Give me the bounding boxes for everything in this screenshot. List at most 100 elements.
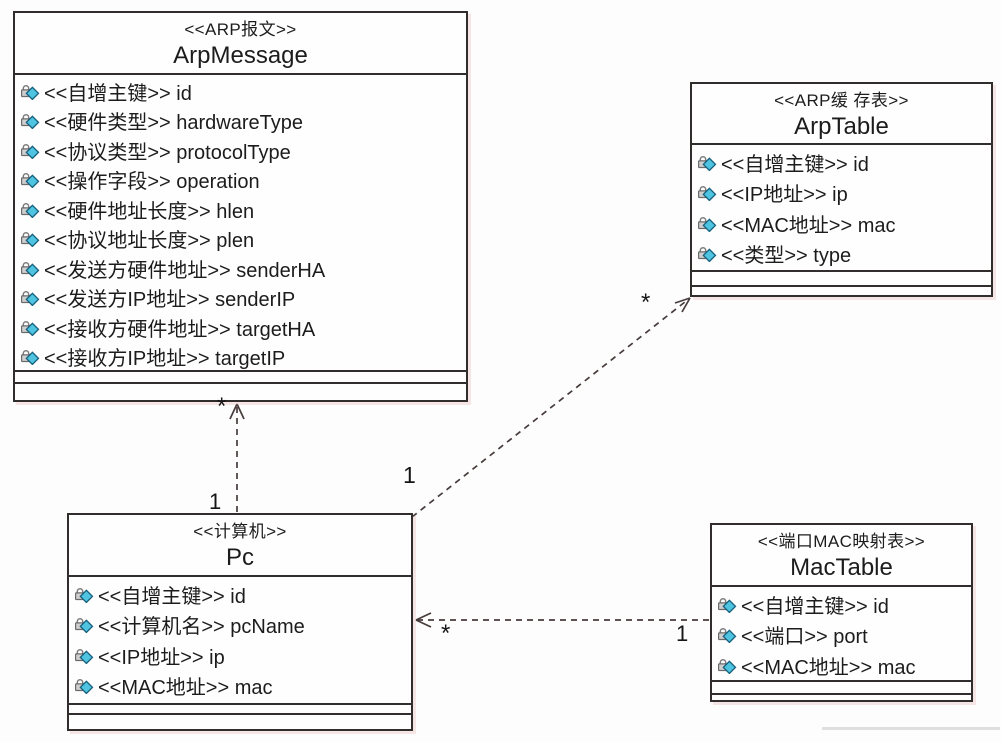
attribute-row: <<计算机名>> pcName xyxy=(73,610,409,641)
lock-diamond-icon xyxy=(74,618,94,634)
attributes-compartment: <<自增主键>> id <<IP地址>> ip <<MAC地址>> mac <<… xyxy=(692,145,991,272)
lock-diamond-icon xyxy=(20,320,40,336)
attribute-row: <<MAC地址>> mac xyxy=(716,650,969,680)
class-stereotype: <<计算机>> xyxy=(193,522,287,541)
multiplicity-pc-arpmessage-source: 1 xyxy=(209,489,222,514)
attribute-label: <<IP地址>> ip xyxy=(98,646,225,669)
attribute-label: <<自增主键>> id xyxy=(98,585,246,608)
class-header: <<计算机>> Pc xyxy=(69,515,411,577)
lock-diamond-icon xyxy=(20,350,40,366)
lock-diamond-icon xyxy=(717,658,737,674)
lock-diamond-icon xyxy=(74,587,94,603)
lock-diamond-icon xyxy=(717,597,737,613)
attribute-row: <<类型>> type xyxy=(696,239,989,270)
lock-diamond-icon xyxy=(20,173,40,189)
lock-diamond-icon xyxy=(20,232,40,248)
extra-compartment xyxy=(712,695,971,700)
lock-diamond-icon xyxy=(697,247,717,263)
attribute-row: <<自增主键>> id xyxy=(73,579,409,610)
class-stereotype: <<ARP报文>> xyxy=(184,20,297,39)
attribute-label: <<计算机名>> pcName xyxy=(98,616,305,639)
attribute-row: <<接收方硬件地址>> targetHA xyxy=(19,313,464,343)
attribute-row: <<操作字段>> operation xyxy=(19,165,464,195)
lock-diamond-icon xyxy=(717,627,737,644)
attribute-label: <<MAC地址>> mac xyxy=(721,214,896,237)
attribute-label: <<IP地址>> ip xyxy=(721,184,848,207)
attributes-compartment: <<自增主键>> id <<端口>> port <<MAC地址>> mac xyxy=(712,587,971,682)
class-header: <<端口MAC映射表>> MacTable xyxy=(712,525,971,587)
lock-diamond-icon xyxy=(697,216,717,232)
attribute-label: <<接收方IP地址>> targetIP xyxy=(44,348,286,371)
lock-diamond-icon xyxy=(20,143,40,159)
attributes-compartment: <<自增主键>> id <<硬件类型>> hardwareType <<协议类型… xyxy=(15,75,466,372)
lock-diamond-icon xyxy=(20,202,40,218)
attribute-row: <<协议类型>> protocolType xyxy=(19,136,464,166)
dependency-pc-arptable-arrowhead xyxy=(674,297,691,313)
lock-diamond-icon xyxy=(20,261,40,277)
attribute-label: <<协议地址长度>> plen xyxy=(44,230,255,253)
attribute-label: <<接收方硬件地址>> targetHA xyxy=(44,318,316,341)
class-name: MacTable xyxy=(790,554,893,581)
attribute-label: <<类型>> type xyxy=(721,245,852,268)
attribute-row: <<发送方IP地址>> senderIP xyxy=(19,283,464,313)
multiplicity-mactable-pc-target: * xyxy=(441,620,451,647)
attribute-row: <<自增主键>> id xyxy=(19,77,464,107)
attribute-row: <<协议地址长度>> plen xyxy=(19,224,464,254)
class-name: ArpMessage xyxy=(173,42,308,69)
lock-diamond-icon xyxy=(697,155,717,171)
multiplicity-pc-arptable-source: 1 xyxy=(403,462,416,488)
class-name: ArpTable xyxy=(794,113,889,140)
class-stereotype: <<端口MAC映射表>> xyxy=(757,532,926,551)
attribute-row: <<自增主键>> id xyxy=(716,589,969,620)
attribute-row: <<硬件地址长度>> hlen xyxy=(19,195,464,225)
extra-compartment xyxy=(15,384,466,400)
attribute-label: <<端口>> port xyxy=(741,626,868,649)
attribute-row: <<发送方硬件地址>> senderHA xyxy=(19,254,464,284)
class-box-arpmessage: <<ARP报文>> ArpMessage <<自增主键>> id <<硬件类型>… xyxy=(13,11,468,402)
class-box-pc: <<计算机>> Pc <<自增主键>> id <<计算机名>> pcName <… xyxy=(67,513,413,731)
attribute-label: <<操作字段>> operation xyxy=(44,171,260,194)
attribute-label: <<发送方硬件地址>> senderHA xyxy=(44,259,326,282)
attribute-label: <<协议类型>> protocolType xyxy=(44,141,291,164)
multiplicity-pc-arptable-target: * xyxy=(641,289,651,316)
operations-compartment xyxy=(15,372,466,384)
multiplicity-pc-arpmessage-target: * xyxy=(217,393,227,420)
class-header: <<ARP报文>> ArpMessage xyxy=(15,13,466,75)
attribute-row: <<IP地址>> ip xyxy=(73,640,409,671)
extra-compartment xyxy=(69,715,411,729)
attribute-row: <<IP地址>> ip xyxy=(696,178,989,209)
multiplicity-mactable-pc-source: 1 xyxy=(676,621,689,646)
operations-compartment xyxy=(712,682,971,695)
class-stereotype: <<ARP缓 存表>> xyxy=(774,91,909,110)
operations-compartment xyxy=(692,272,991,287)
lock-diamond-icon xyxy=(74,648,94,664)
lock-diamond-icon xyxy=(20,84,40,100)
dependency-pc-arpmessage-arrowhead xyxy=(229,403,245,420)
lock-diamond-icon xyxy=(697,186,717,202)
lock-diamond-icon xyxy=(74,679,94,695)
lock-diamond-icon xyxy=(20,114,40,130)
attribute-label: <<MAC地址>> mac xyxy=(741,656,916,679)
attribute-label: <<发送方IP地址>> senderIP xyxy=(44,289,296,312)
attribute-label: <<自增主键>> id xyxy=(44,82,192,105)
class-name: Pc xyxy=(225,544,254,571)
dependency-mactable-pc-arrowhead xyxy=(415,612,432,628)
scan-artifact xyxy=(822,727,1000,730)
lock-diamond-icon xyxy=(20,291,40,307)
attribute-label: <<硬件地址长度>> hlen xyxy=(44,200,255,223)
attribute-label: <<MAC地址>> mac xyxy=(98,677,273,700)
attribute-label: <<自增主键>> id xyxy=(741,595,889,618)
attribute-label: <<自增主键>> id xyxy=(721,153,869,176)
attribute-row: <<端口>> port xyxy=(716,619,969,650)
class-box-arptable: <<ARP缓 存表>> ArpTable <<自增主键>> id <<IP地址>… xyxy=(690,82,993,297)
attribute-row: <<自增主键>> id xyxy=(696,147,989,178)
operations-compartment xyxy=(69,705,411,715)
attribute-row: <<接收方IP地址>> targetIP xyxy=(19,342,464,371)
attribute-row: <<MAC地址>> mac xyxy=(73,671,409,702)
attribute-row: <<硬件类型>> hardwareType xyxy=(19,106,464,136)
attribute-row: <<MAC地址>> mac xyxy=(696,208,989,239)
attribute-label: <<硬件类型>> hardwareType xyxy=(44,112,304,135)
class-box-mactable: <<端口MAC映射表>> MacTable <<自增主键>> id <<端口>>… xyxy=(710,523,973,702)
extra-compartment xyxy=(692,287,991,295)
